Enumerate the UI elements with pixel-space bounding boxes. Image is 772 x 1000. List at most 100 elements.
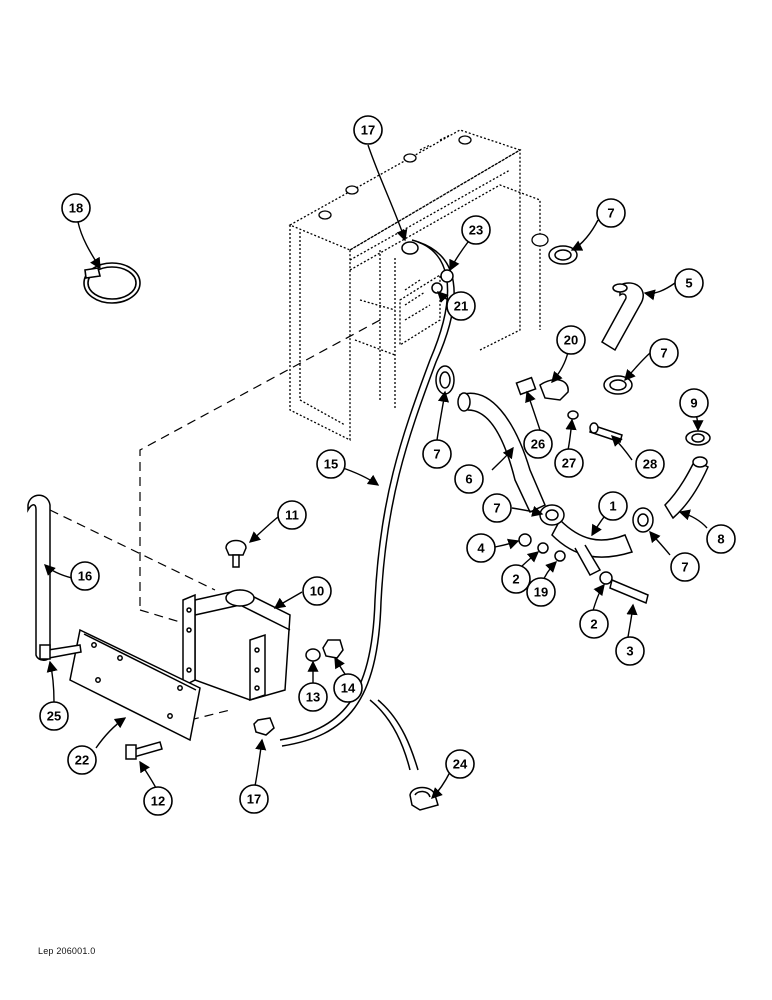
callout-circle [461, 215, 491, 245]
callout-23: 23 [461, 215, 491, 245]
callout-label: 28 [643, 457, 657, 472]
callout-circle [302, 576, 332, 606]
callout-28: 28 [635, 449, 665, 479]
callout-label: 7 [607, 206, 614, 221]
callout-label: 4 [477, 541, 485, 556]
callout-label: 25 [47, 709, 61, 724]
callout-17: 17 [239, 784, 269, 814]
callout-label: 21 [454, 299, 468, 314]
callout-circle [482, 493, 512, 523]
bracket-and-fasteners [515, 376, 623, 443]
callout-circle [61, 193, 91, 223]
callout-circle [466, 533, 496, 563]
callout-17: 17 [353, 115, 383, 145]
callout-7: 7 [482, 493, 512, 523]
callout-circle [706, 524, 736, 554]
callout-label: 2 [512, 572, 519, 587]
callout-circle [277, 500, 307, 530]
clip-24 [409, 786, 439, 811]
callout-label: 15 [324, 457, 338, 472]
callout-label: 7 [681, 560, 688, 575]
callout-label: 11 [285, 508, 299, 523]
callout-circle [316, 449, 346, 479]
callout-circle [454, 464, 484, 494]
callout-21: 21 [446, 291, 476, 321]
callout-18: 18 [61, 193, 91, 223]
callout-6: 6 [454, 464, 484, 494]
callout-circle [422, 439, 452, 469]
callout-label: 14 [341, 681, 356, 696]
callout-circle [70, 561, 100, 591]
callout-7: 7 [670, 552, 700, 582]
callout-22: 22 [67, 745, 97, 775]
callout-14: 14 [333, 673, 363, 703]
overflow-hose [279, 239, 455, 771]
callout-label: 17 [361, 123, 375, 138]
callout-label: 19 [534, 585, 548, 600]
callout-label: 16 [78, 569, 92, 584]
callout-8: 8 [706, 524, 736, 554]
callout-circle [526, 577, 556, 607]
callout-2: 2 [579, 609, 609, 639]
callout-circle [635, 449, 665, 479]
callout-label: 24 [453, 757, 468, 772]
callout-circle [596, 198, 626, 228]
clamp-18 [83, 262, 141, 304]
callout-circle [556, 325, 586, 355]
callout-12: 12 [143, 786, 173, 816]
lower-hoses [551, 456, 709, 576]
callout-16: 16 [70, 561, 100, 591]
callout-label: 8 [717, 532, 724, 547]
callout-label: 1 [609, 499, 616, 514]
callout-circle [598, 491, 628, 521]
drawing-reference: Lep 206001.0 [38, 946, 96, 956]
callout-label: 7 [493, 501, 500, 516]
callout-circle [523, 429, 553, 459]
callout-15: 15 [316, 449, 346, 479]
callout-label: 12 [151, 794, 165, 809]
callout-5: 5 [674, 268, 704, 298]
callout-label: 3 [626, 644, 633, 659]
callout-9: 9 [679, 388, 709, 418]
callout-20: 20 [556, 325, 586, 355]
callout-circle [501, 564, 531, 594]
callout-circle [679, 388, 709, 418]
callout-circle [615, 636, 645, 666]
reservoir-cap [225, 539, 247, 568]
callout-label: 13 [306, 690, 320, 705]
reservoir-fasteners [39, 639, 344, 760]
callout-circle [353, 115, 383, 145]
callout-label: 6 [465, 472, 472, 487]
callout-label: 17 [247, 792, 261, 807]
callout-13: 13 [298, 682, 328, 712]
callout-circle [579, 609, 609, 639]
callout-circle [674, 268, 704, 298]
callout-circle [446, 291, 476, 321]
callout-label: 7 [433, 447, 440, 462]
callout-label: 18 [69, 201, 83, 216]
callout-7: 7 [596, 198, 626, 228]
callout-7: 7 [649, 338, 679, 368]
callout-circle [39, 701, 69, 731]
callout-10: 10 [302, 576, 332, 606]
callout-circle [333, 673, 363, 703]
callout-11: 11 [277, 500, 307, 530]
callout-label: 23 [469, 223, 483, 238]
callout-7: 7 [422, 439, 452, 469]
callout-label: 20 [564, 333, 578, 348]
coolant-reservoir [182, 589, 291, 702]
radiator-caps [318, 135, 549, 247]
hose-clamps [435, 245, 711, 533]
radiator-fittings [401, 241, 454, 294]
callout-circle [670, 552, 700, 582]
radiator-assembly [288, 129, 541, 442]
callout-25: 25 [39, 701, 69, 731]
mounting-plate [69, 628, 201, 742]
callout-19: 19 [526, 577, 556, 607]
callout-circle [649, 338, 679, 368]
callout-24: 24 [445, 749, 475, 779]
callout-label: 7 [660, 346, 667, 361]
callout-4: 4 [466, 533, 496, 563]
